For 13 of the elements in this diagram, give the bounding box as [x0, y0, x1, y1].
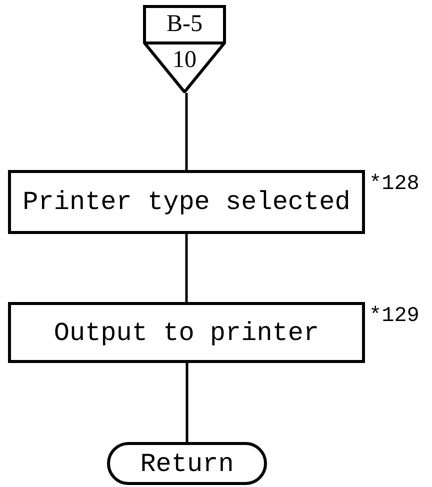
process-box [8, 302, 365, 363]
flow-line [185, 234, 188, 302]
step-number: *128 [369, 174, 420, 195]
off-page-connector [143, 5, 226, 93]
step-text: Output to printer [54, 320, 320, 346]
step-number: *129 [369, 306, 420, 327]
connector-number: 10 [172, 47, 196, 73]
page-reference: B-5 [166, 10, 202, 38]
step-text: Printer type selected [22, 189, 350, 215]
process-box [8, 170, 365, 234]
flow-line [185, 93, 188, 170]
step-text: Return [140, 450, 234, 476]
flow-line [186, 363, 188, 442]
